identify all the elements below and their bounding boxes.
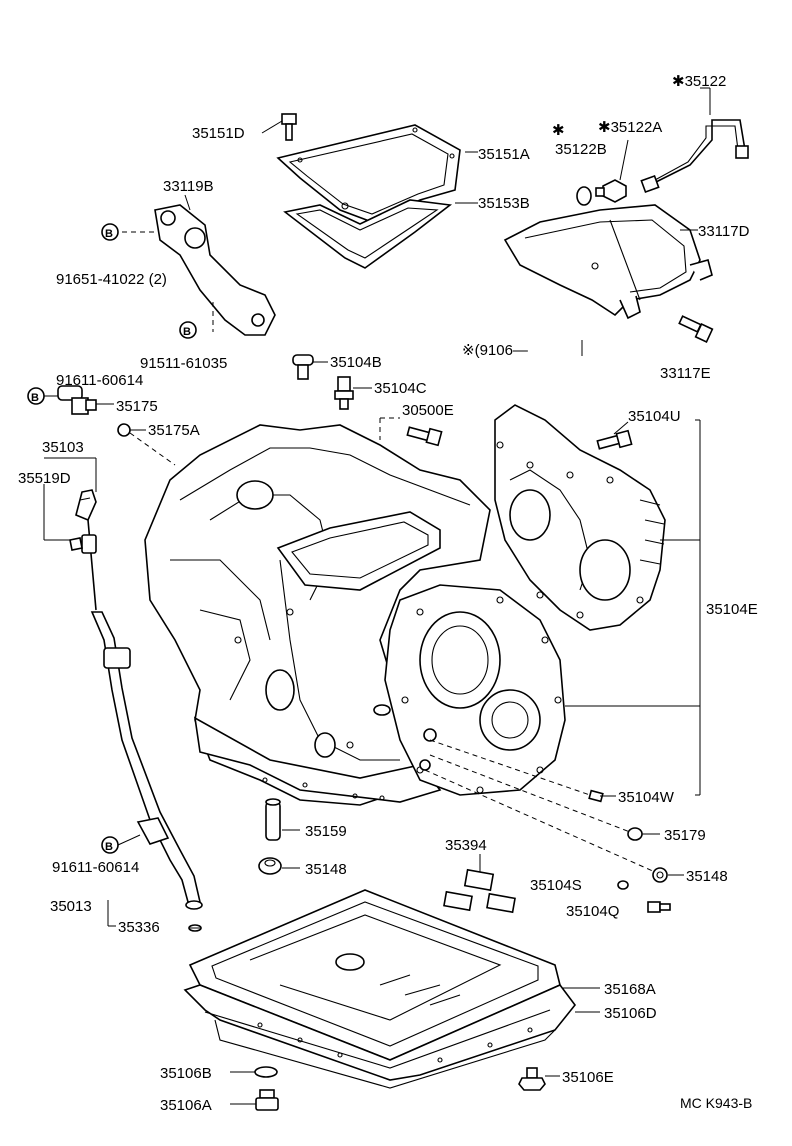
label-35122a: ✱35122A	[598, 119, 662, 136]
dipstick	[69, 489, 97, 611]
leader-bracket-35104e	[565, 419, 701, 796]
plug-35148	[652, 867, 668, 883]
gasket-35153b	[283, 199, 453, 269]
plug-35104c	[334, 376, 372, 410]
label-35106e: 35106E	[562, 1069, 614, 1086]
label-35104e: 35104E	[706, 601, 758, 618]
label-35106b: 35106B	[160, 1065, 212, 1082]
svg-text:B: B	[105, 228, 113, 240]
label-35394: 35394	[445, 837, 487, 854]
magnets	[443, 854, 516, 914]
label-35104q: 35104Q	[566, 903, 619, 920]
svg-text:B: B	[183, 326, 191, 338]
union-fitting	[595, 139, 629, 203]
label-35104u: 35104U	[628, 408, 681, 425]
label-35106d: 35106D	[604, 1005, 657, 1022]
bolt-33117e	[678, 315, 714, 343]
label-35151a: 35151A	[478, 146, 530, 163]
oil-pan	[183, 984, 600, 1089]
label-35336: 35336	[118, 919, 160, 936]
plug-35104b	[292, 354, 328, 380]
o-ring-35175a	[117, 423, 131, 437]
label-33119b: 33119B	[163, 178, 214, 195]
svg-text:B: B	[31, 392, 39, 404]
label-35104w: 35104W	[618, 789, 675, 806]
label-35175: 35175	[116, 398, 158, 415]
bolt-35104q	[647, 901, 671, 913]
bolt-marker: B B B B	[27, 223, 197, 854]
bolt-30500e	[379, 417, 443, 447]
transaxle-housing	[494, 404, 666, 631]
drain-washer	[230, 1066, 278, 1078]
label-91651: 91651-41022 (2)	[56, 271, 167, 288]
leader	[424, 769, 656, 873]
o-ring-35122b	[576, 186, 592, 206]
o-ring-35104s	[617, 880, 629, 890]
case-extension	[384, 584, 566, 796]
leader-bracket-35103	[43, 457, 97, 541]
label-30500e: 30500E	[402, 402, 454, 419]
label-35159: 35159	[305, 823, 347, 840]
transaxle-case	[144, 424, 491, 806]
label-35106a: 35106A	[160, 1097, 212, 1114]
valve-cover	[276, 124, 461, 223]
label-35148-left: 35148	[305, 861, 347, 878]
label-35122: ✱35122	[672, 73, 726, 90]
label-35151d: 35151D	[192, 125, 245, 142]
part-labels: ✱35122 ✱35122A ✱ 35122B 35151D 35151A 35…	[18, 73, 758, 1114]
label-35153b: 35153B	[478, 195, 530, 212]
footer-code: MC K943-B	[680, 1095, 752, 1111]
heat-shield	[503, 204, 713, 320]
date-note: ※(9106—	[462, 342, 528, 359]
label-35122b-star: ✱	[552, 122, 565, 139]
bracket-33119b	[122, 194, 276, 336]
label-35104c: 35104C	[374, 380, 427, 397]
bolt-35151d	[261, 113, 297, 141]
label-35519d: 35519D	[18, 470, 71, 487]
label-35168a: 35168A	[604, 981, 656, 998]
bolt-35104u	[596, 421, 633, 450]
label-35103: 35103	[42, 439, 84, 456]
label-35104s: 35104S	[530, 877, 582, 894]
plug-35148-left	[258, 857, 300, 875]
pan-bolt	[518, 1067, 560, 1091]
label-35013: 35013	[50, 898, 92, 915]
label-35122b: 35122B	[555, 141, 607, 158]
label-91611b: 91611-60614	[52, 859, 139, 876]
label-35148-right: 35148	[686, 868, 728, 885]
sleeve-35159	[265, 798, 300, 841]
label-35179: 35179	[664, 827, 706, 844]
dipstick-tube	[90, 611, 203, 932]
drain-plug	[230, 1089, 279, 1111]
label-33117e: 33117E	[660, 365, 711, 382]
leader	[129, 432, 176, 466]
leader	[429, 739, 591, 796]
label-91511: 91511-61035	[140, 355, 227, 372]
plug-35179	[627, 827, 643, 841]
label-91611a: 91611-60614	[56, 372, 143, 389]
svg-text:B: B	[105, 841, 113, 853]
speed-sensor	[44, 385, 97, 415]
label-33117d: 33117D	[698, 223, 750, 240]
label-35175a: 35175A	[148, 422, 200, 439]
pin-35104w	[588, 789, 604, 803]
cooler-pipe	[640, 87, 749, 194]
label-35104b: 35104B	[330, 354, 382, 371]
